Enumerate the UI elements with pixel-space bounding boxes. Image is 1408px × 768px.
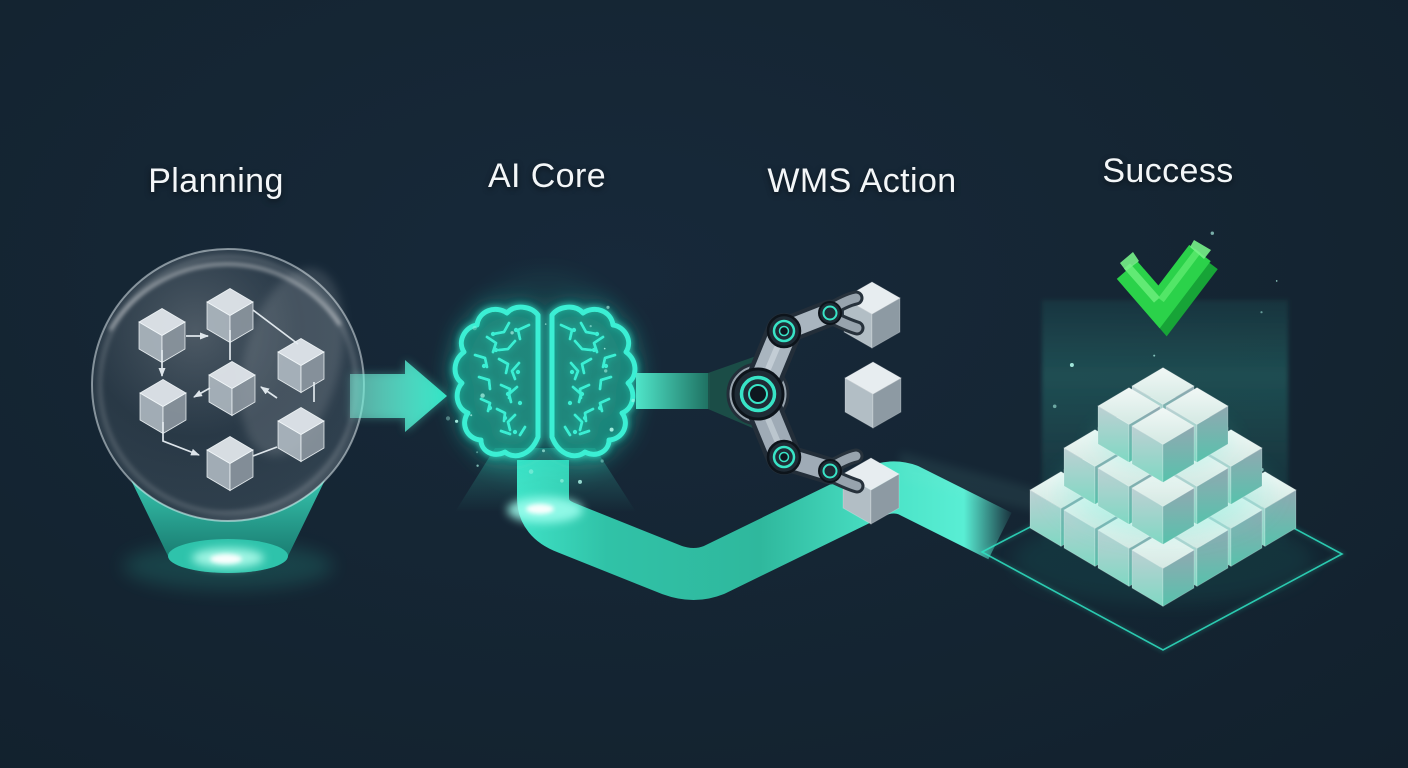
stage-label-ai-core: AI Core: [487, 157, 607, 195]
success-cube-stack: [1029, 367, 1297, 608]
stage-label-planning: Planning: [148, 162, 284, 200]
gripper-joint-lower: [766, 439, 802, 475]
flow-arrow-planning-to-ai: [350, 360, 447, 432]
iso-cube: [844, 361, 902, 429]
sparkle-dot: [1069, 363, 1074, 367]
sparkle-dot: [1260, 311, 1263, 314]
sparkle-dot: [631, 398, 635, 403]
sparkle-dot: [603, 347, 606, 350]
sparkle-dot: [1052, 404, 1057, 409]
sparkle-dot: [480, 393, 485, 398]
sparkle-dot: [542, 449, 545, 453]
sparkle-dot: [445, 416, 451, 421]
sparkle-dot: [476, 464, 479, 467]
sparkle-dot: [1275, 280, 1278, 282]
stage-label-wms-action: WMS Action: [767, 162, 957, 200]
gripper-joint-upper: [766, 313, 802, 349]
sparkle-dot: [606, 305, 610, 309]
iso-cube: [206, 436, 254, 492]
sparkle-dot: [455, 419, 459, 423]
planning-stage-illustration: [91, 248, 365, 590]
sparkle-dot: [600, 459, 604, 463]
sparkle-dot: [560, 479, 564, 483]
light-streak: [900, 452, 1048, 514]
sparkle-dot: [578, 479, 582, 484]
planning-flowchart-cubes: [138, 288, 325, 492]
planning-flowchart-connectors: [158, 309, 315, 457]
sparkle-dot: [589, 325, 592, 328]
sparkle-dot: [1153, 354, 1156, 357]
sparkle-dot: [472, 325, 477, 331]
gripper-joint-elbow: [731, 367, 785, 421]
sparkle-dot: [476, 451, 479, 454]
iso-cube: [206, 288, 254, 344]
brain-projection-beam: [455, 448, 636, 512]
sparkle-dot: [470, 414, 473, 417]
sparkle-dot: [1210, 231, 1215, 235]
iso-cube: [138, 308, 186, 364]
sparkle-dot: [510, 331, 514, 335]
iso-cube: [277, 338, 325, 394]
sparkle-dot: [609, 427, 614, 432]
iso-cube: [1131, 531, 1195, 608]
flow-band-ai-to-wms: [636, 373, 710, 409]
gripper-claws-and-joints: [731, 290, 865, 494]
sparkle-dot: [604, 369, 608, 373]
ai-brain-icon: [452, 307, 635, 456]
planning-projection-cone: [123, 480, 333, 590]
iso-cube: [1131, 469, 1195, 546]
beam-landing-core: [526, 504, 554, 514]
iso-cube: [1131, 407, 1195, 484]
ai-core-stage-illustration: [445, 270, 645, 523]
sparkle-dot: [544, 323, 547, 325]
success-checkmark-icon: [1116, 240, 1218, 337]
sparkle-dot: [528, 469, 534, 474]
iso-cube: [277, 407, 325, 463]
gripper-wrist-joints: [818, 301, 842, 483]
brain-circuit-nodes: [481, 327, 609, 435]
iso-cube: [139, 379, 187, 435]
iso-cube: [208, 361, 256, 417]
brain-sparkle-dots: [445, 305, 648, 484]
stage-label-success: Success: [1102, 152, 1234, 190]
